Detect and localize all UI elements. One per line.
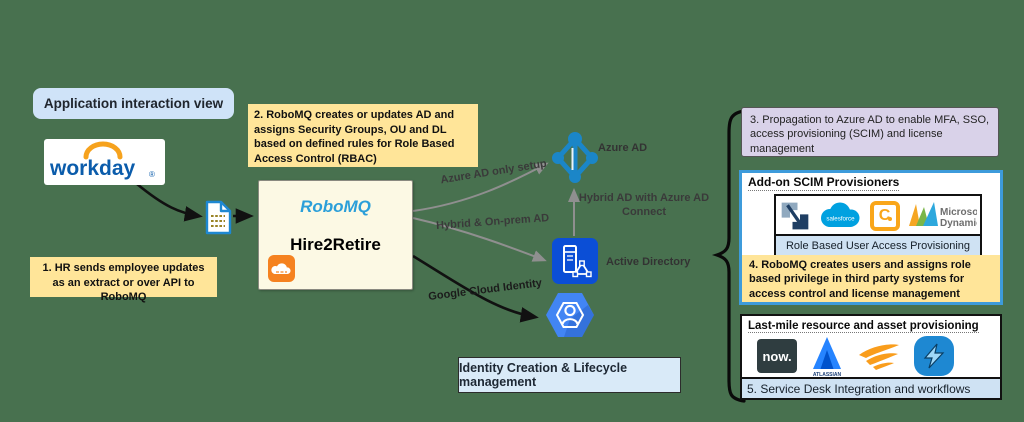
concur-letter: C: [878, 207, 891, 224]
robomq-cloud-icon: [268, 255, 295, 282]
note-third-party-privilege: 4. RoboMQ creates users and assigns role…: [742, 255, 1000, 302]
workday-logo-art: workday ®: [49, 141, 155, 180]
page-title: Application interaction view: [33, 88, 234, 119]
workday-registered-mark: ®: [149, 170, 155, 179]
servicenow-logo-icon: now.: [757, 339, 797, 373]
robomq-hire2retire-box: RoboMQ Hire2Retire: [258, 180, 413, 290]
lightning-bolt-icon: [914, 336, 954, 376]
google-cloud-identity-icon: [546, 293, 594, 337]
label-hybrid-onprem-ad: Hybrid & On-prem AD: [435, 212, 550, 232]
atlassian-wordmark: ATLASSIAN: [813, 372, 842, 377]
azure-ad-icon: [552, 132, 598, 183]
document-icon: [205, 200, 232, 235]
workday-arc-icon: [83, 141, 123, 160]
dynamics-line2: Dynamics: [940, 218, 977, 229]
hire2retire-label: Hire2Retire: [290, 235, 381, 254]
rbac-provisioning-bar: Role Based User Access Provisioning: [776, 234, 980, 256]
atlassian-logo-icon: ATLASSIAN: [813, 337, 842, 377]
label-hybrid-ad-azure-ad-connect: Hybrid AD with Azure AD Connect: [578, 192, 710, 218]
robomq-brand: RoboMQ: [300, 197, 371, 216]
workday-logo: workday ®: [44, 139, 165, 185]
scim-provisioners-title: Add-on SCIM Provisioners: [748, 175, 900, 191]
scim-provisioners-panel: Add-on SCIM Provisioners salesforce C: [739, 170, 1003, 305]
dynamics-line1: Microsoft: [940, 207, 977, 218]
salesforce-logo-icon: salesforce: [820, 202, 859, 227]
solarwinds-logo-icon: [859, 344, 899, 370]
lastmile-logo-row: now. ATLASSIAN: [742, 334, 1000, 378]
active-directory-label: Active Directory: [606, 256, 691, 268]
workday-wordmark: workday: [49, 157, 136, 180]
lastmile-title: Last-mile resource and asset provisionin…: [748, 320, 979, 333]
scim-logo-row: salesforce C Microsoft Dynamics: [776, 196, 980, 236]
salesforce-wordmark: salesforce: [826, 216, 855, 223]
label-google-cloud-identity: Google Cloud Identity: [427, 277, 543, 303]
lastmile-provisioning-panel: Last-mile resource and asset provisionin…: [740, 314, 1002, 400]
concur-logo-icon: C: [869, 201, 900, 231]
arrow-workday-to-doc: [136, 182, 203, 222]
servicenow-wordmark: now.: [762, 348, 792, 364]
scim-logo-box: salesforce C Microsoft Dynamics Role Bas…: [774, 194, 982, 258]
note-azure-propagation: 3. Propagation to Azure AD to enable MFA…: [741, 107, 999, 157]
note-robomq-rbac: 2. RoboMQ creates or updates AD and assi…: [248, 104, 478, 167]
identity-lifecycle-caption: Identity Creation & Lifecycle management: [458, 357, 681, 393]
note-hr-updates: 1. HR sends employee updates as an extra…: [30, 257, 217, 303]
dynamics-logo-icon: Microsoft Dynamics: [908, 202, 977, 229]
netsuite-logo-icon: [781, 202, 808, 230]
azure-ad-label: Azure AD: [598, 142, 648, 154]
service-desk-bar: 5. Service Desk Integration and workflow…: [742, 377, 1000, 398]
active-directory-icon: [552, 238, 598, 284]
